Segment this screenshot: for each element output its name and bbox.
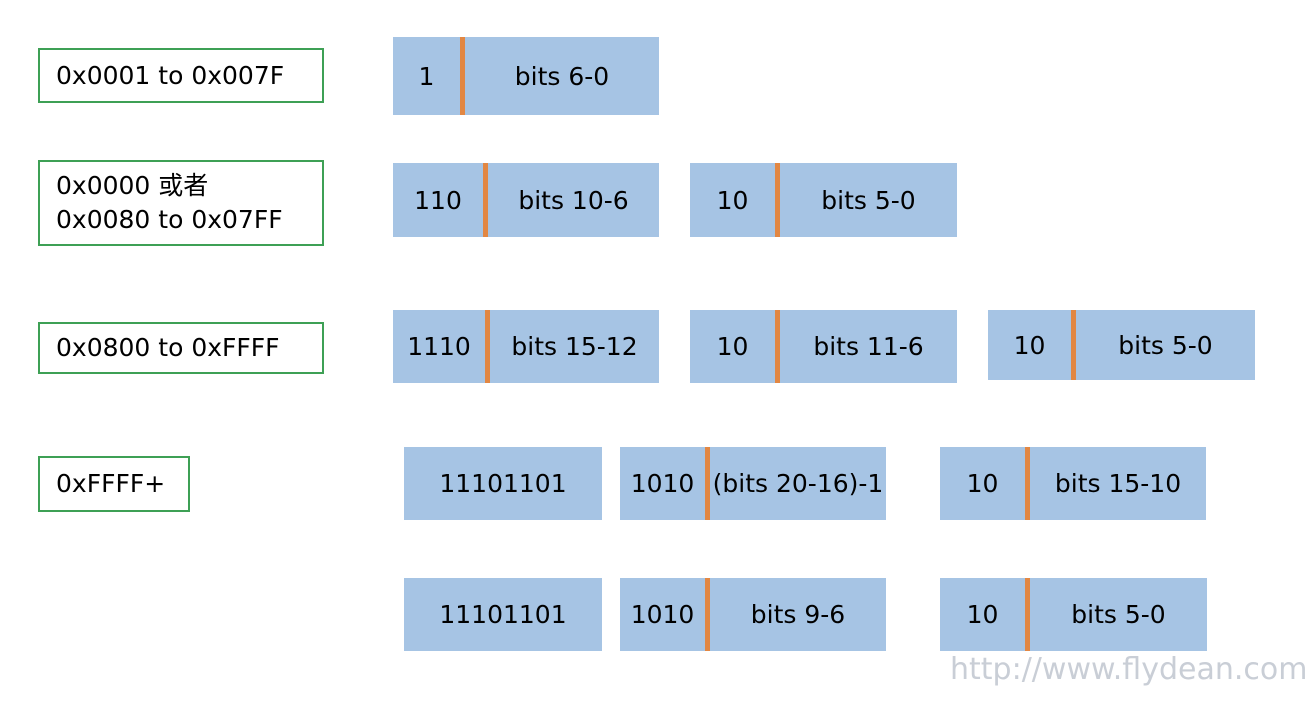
block-divider — [483, 163, 488, 237]
encoding-block-row3-byte3: 10 bits 5-0 — [988, 310, 1255, 380]
block-payload: bits 6-0 — [514, 61, 610, 91]
range-label-line: 0x0001 to 0x007F — [56, 60, 285, 90]
block-payload: bits 10-6 — [518, 185, 629, 215]
block-payload: bits 11-6 — [813, 332, 924, 361]
block-divider — [460, 37, 465, 115]
range-label-line: 0x0800 to 0xFFFF — [56, 333, 280, 362]
range-label-box-3: 0x0800 to 0xFFFF — [38, 322, 324, 374]
encoding-block-row3-byte1: 1110 bits 15-12 — [393, 310, 659, 383]
block-payload: bits 15-12 — [511, 332, 638, 361]
block-prefix: 10 — [1013, 330, 1046, 360]
range-label-box-1: 0x0001 to 0x007F — [38, 48, 324, 103]
block-divider — [1025, 447, 1030, 520]
encoding-block-row2-byte2: 10 bits 5-0 — [690, 163, 957, 237]
block-prefix: 10 — [716, 185, 749, 215]
block-divider — [775, 163, 780, 237]
block-prefix: 11101101 — [439, 469, 567, 498]
block-payload: bits 5-0 — [821, 185, 916, 215]
block-divider — [1025, 578, 1030, 651]
block-prefix: 11101101 — [439, 600, 567, 629]
encoding-block-row3-byte2: 10 bits 11-6 — [690, 310, 957, 383]
block-prefix: 1010 — [630, 600, 695, 629]
block-divider — [1071, 310, 1076, 380]
block-divider — [705, 578, 710, 651]
block-payload: bits 5-0 — [1118, 330, 1213, 360]
block-prefix: 1110 — [407, 332, 471, 361]
encoding-block-row4-byte1: 11101101 — [404, 447, 602, 520]
block-payload: bits 15-10 — [1054, 469, 1182, 498]
block-prefix: 1 — [418, 61, 435, 91]
block-prefix: 110 — [414, 185, 462, 215]
encoding-block-row4-byte2: 1010 (bits 20-16)-1 — [620, 447, 886, 520]
block-payload: bits 9-6 — [750, 600, 846, 629]
block-prefix: 10 — [966, 469, 999, 498]
block-payload: bits 5-0 — [1071, 600, 1166, 629]
encoding-block-row1-byte1: 1 bits 6-0 — [393, 37, 659, 115]
block-divider — [775, 310, 780, 383]
block-prefix: 10 — [966, 600, 999, 629]
range-label-box-4: 0xFFFF+ — [38, 456, 190, 512]
range-label-line: 0x0000 或者 — [56, 171, 209, 200]
encoding-block-row2-byte1: 110 bits 10-6 — [393, 163, 659, 237]
range-label-box-2: 0x0000 或者 0x0080 to 0x07FF — [38, 160, 324, 246]
block-divider — [485, 310, 490, 383]
block-divider — [705, 447, 710, 520]
block-prefix: 1010 — [630, 469, 695, 498]
encoding-block-row5-byte2: 1010 bits 9-6 — [620, 578, 886, 651]
watermark-url: http://www.flydean.com — [950, 652, 1308, 687]
block-prefix: 10 — [716, 332, 749, 361]
range-label-line: 0xFFFF+ — [56, 469, 166, 498]
encoding-block-row5-byte1: 11101101 — [404, 578, 602, 651]
range-label-line: 0x0080 to 0x07FF — [56, 205, 283, 234]
encoding-block-row4-byte3: 10 bits 15-10 — [940, 447, 1206, 520]
encoding-block-row5-byte3: 10 bits 5-0 — [940, 578, 1207, 651]
block-payload: (bits 20-16)-1 — [712, 469, 884, 498]
